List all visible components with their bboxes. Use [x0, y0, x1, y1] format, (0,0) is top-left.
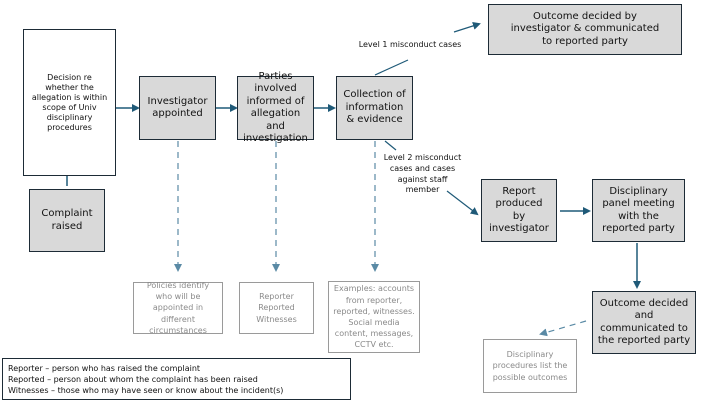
decision-box: Decision re whether the allegation is wi…	[23, 29, 116, 176]
arrow-level2-upper	[384, 140, 397, 151]
investigator-text: Investigator appointed	[147, 95, 208, 120]
parties-text: Parties involved informed of allegation …	[243, 70, 308, 145]
complaint-box: Complaint raised	[29, 189, 105, 252]
panel-text: Disciplinary panel meeting with the repo…	[602, 185, 675, 235]
examples-note: Examples: accounts from reporter, report…	[328, 281, 420, 353]
outcome-panel-text: Outcome decided and communicated to the …	[597, 297, 691, 347]
policies-note-text: Policies identify who will be appointed …	[146, 281, 210, 335]
dashed-arrow-outcome-note	[539, 320, 587, 337]
level1-label: Level 1 misconduct cases	[358, 40, 462, 49]
complaint-text: Complaint raised	[41, 208, 93, 232]
arrow-level1-upper	[453, 22, 481, 33]
parties-note-reported: Reported	[258, 303, 295, 313]
legend-reported: Reported – person about whom the complai…	[8, 375, 258, 385]
examples-note-text: Examples: accounts from reporter, report…	[333, 284, 415, 350]
legend-witnesses: Witnesses – those who may have seen or k…	[8, 386, 284, 396]
parties-box: Parties involved informed of allegation …	[237, 71, 314, 144]
arrow-level1-lower	[374, 59, 409, 76]
outcome-investigator-text: Outcome decided by investigator & commun…	[510, 10, 660, 47]
arrow-level2-lower	[446, 190, 479, 216]
outcome-panel-box: Outcome decided and communicated to the …	[592, 291, 696, 354]
outcome-investigator-box: Outcome decided by investigator & commun…	[488, 4, 682, 55]
report-box: Report produced by investigator	[481, 179, 557, 242]
investigator-box: Investigator appointed	[139, 76, 216, 140]
panel-box: Disciplinary panel meeting with the repo…	[592, 179, 685, 242]
policies-note: Policies identify who will be appointed …	[133, 281, 223, 335]
parties-note-witnesses: Witnesses	[256, 314, 297, 324]
level2-label: Level 2 misconduct cases and cases again…	[383, 153, 462, 195]
report-text: Report produced by investigator	[489, 185, 549, 235]
collection-text: Collection of information & evidence	[343, 89, 406, 126]
parties-note-reporter: Reporter	[259, 292, 294, 302]
outcomes-note-text: Disciplinary procedures list the possibl…	[492, 350, 568, 382]
collection-box: Collection of information & evidence	[336, 76, 413, 140]
parties-note: Reporter Reported Witnesses	[239, 282, 314, 334]
legend-reporter: Reporter – person who has raised the com…	[8, 364, 201, 373]
legend-box: Reporter – person who has raised the com…	[2, 358, 351, 400]
outcomes-note: Disciplinary procedures list the possibl…	[483, 339, 577, 393]
decision-text: Decision re whether the allegation is wi…	[31, 72, 108, 132]
